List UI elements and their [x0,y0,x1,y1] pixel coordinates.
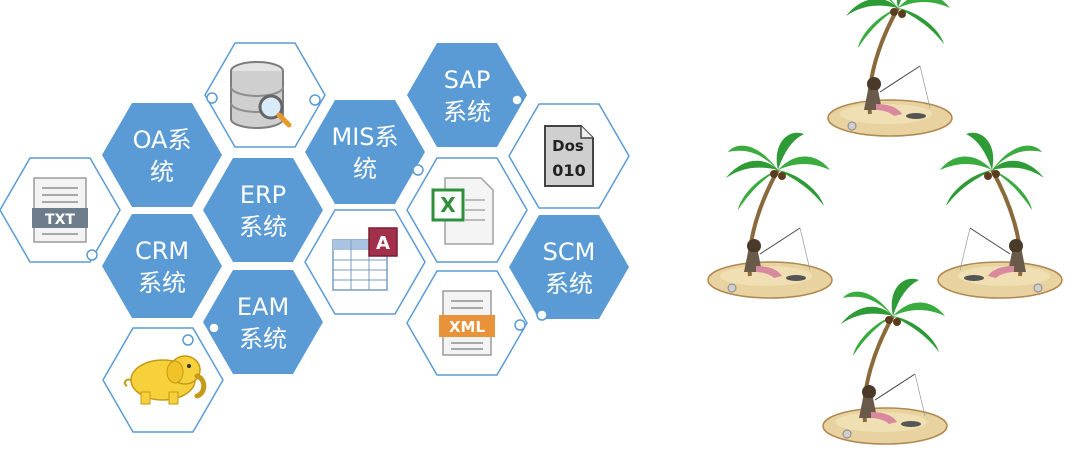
dos-file-icon: Dos 010 [544,125,594,187]
excel-hex: X [406,157,528,263]
mis-system-label-line1: MIS系 [331,123,398,151]
dos-hex: Dos 010 [508,103,630,209]
crm-system-label-line2: 系统 [138,269,186,297]
scm-system-hex: SCM 系统 [509,215,629,319]
dos-label: Dos [552,137,584,155]
island-palm-fisher-icon [826,0,954,138]
eam-system-hex: EAM 系统 [203,270,323,374]
eam-system-label-line1: EAM [237,293,289,321]
erp-system-label-line1: ERP [240,181,286,209]
crm-system-label-line1: CRM [135,237,189,265]
access-table-icon: A [332,227,398,291]
crm-system-hex: CRM 系统 [102,214,222,318]
hadoop-elephant-icon [123,355,207,405]
txt-hex: TXT [0,157,121,263]
island-left [706,130,834,300]
xml-label: XML [449,318,485,336]
excel-label: X [440,193,456,217]
txt-file-icon: TXT [32,177,88,243]
oa-system-label-line2: 统 [150,158,174,186]
database-hex [204,42,326,148]
mis-system-label-line2: 统 [353,155,377,183]
island-top [826,0,954,138]
xml-file-icon: XML [439,290,495,356]
access-label: A [376,233,390,254]
oa-system-hex: OA系 统 [102,103,222,207]
database-search-icon [230,61,292,129]
island-palm-fisher-icon [706,130,834,300]
island-palm-fisher-icon [821,276,949,446]
connector-dots [86,92,548,346]
island-right [936,130,1064,300]
access-hex: A [304,209,426,315]
island-palm-fisher-icon [936,130,1064,300]
hadoop-hex [102,327,224,433]
sap-system-label-line1: SAP [444,66,491,94]
oa-system-label-line1: OA系 [133,126,192,154]
txt-label: TXT [45,212,75,228]
mis-system-hex: MIS系 统 [305,100,425,204]
excel-file-icon: X [431,177,494,245]
erp-system-hex: ERP 系统 [203,158,323,262]
scm-system-label-line1: SCM [543,238,596,266]
xml-hex: XML [406,270,528,376]
erp-system-label-line2: 系统 [239,213,287,241]
eam-system-label-line2: 系统 [239,325,287,353]
sap-system-label-line2: 系统 [443,98,491,126]
sap-system-hex: SAP 系统 [407,43,527,147]
island-bottom [821,276,949,446]
scm-system-label-line2: 系统 [545,270,593,298]
dos-sub-label: 010 [552,161,585,180]
